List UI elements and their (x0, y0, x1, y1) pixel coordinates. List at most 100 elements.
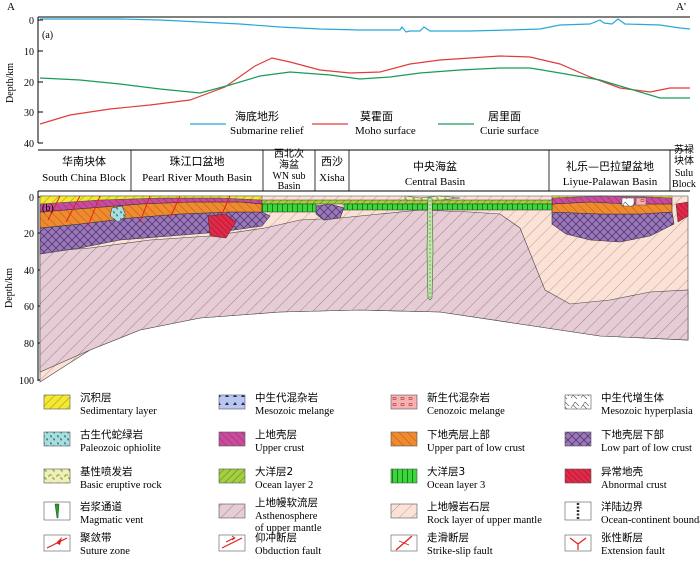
magmatic-vent-icon (43, 501, 71, 521)
legend-obduction-fault-en: Obduction fault (255, 546, 321, 557)
tick-a-0: 0 (29, 16, 34, 27)
legend: 沉积层 Sedimentary layer 中生代混杂岩 Mesozoic me… (43, 391, 700, 557)
legend-cenozoic-melange-zh: 新生代混杂岩 (427, 391, 490, 404)
legend-suture-zone-zh: 聚敛带 (80, 531, 112, 544)
suture-zone-icon (43, 534, 71, 552)
upper-crust-icon (218, 431, 246, 447)
legend-mesozoic-melange-zh: 中生代混杂岩 (255, 391, 318, 404)
region-south-china-zh: 华南块体 (62, 154, 106, 168)
curie-surface-line (39, 67, 690, 99)
legend-cenozoic-melange-en: Cenozoic melange (427, 406, 505, 417)
tick-b-20: 20 (24, 229, 34, 240)
region-pearl-river-zh: 珠江口盆地 (170, 154, 225, 168)
endpoint-left: A (7, 1, 15, 13)
legend-mesozoic-melange-en: Mesozoic melange (255, 406, 334, 417)
region-central-basin-en: Central Basin (405, 176, 466, 188)
legend-ophiolite-zh: 古生代蛇绿岩 (80, 428, 143, 441)
basic-eruptive-body (404, 195, 461, 201)
legend-strike-slip-fault-zh: 走滑断层 (427, 531, 469, 544)
legend-basic-eruptive-zh: 基性喷发岩 (80, 465, 133, 478)
legend-asthenosphere-en-2: of upper mantle (255, 523, 322, 534)
legend-strike-slip-fault-en: Strike-slip fault (427, 546, 493, 557)
region-xisha-zh: 西沙 (321, 155, 343, 168)
panel-a-ticks: 0 10 20 30 40 (24, 16, 43, 150)
asthenosphere-body (39, 209, 689, 373)
legend-rock-layer-mantle-en: Rock layer of upper mantle (427, 515, 542, 526)
legend-ocean-layer-2-zh: 大洋层2 (255, 465, 293, 478)
panel-a-legend: 海底地形 Submarine relief 莫霍面 Moho surface 居… (190, 109, 539, 137)
legend-curie-en: Curie surface (480, 125, 539, 137)
tick-b-40: 40 (24, 266, 34, 277)
region-wn-sub-en-2: Basin (278, 181, 301, 192)
region-sulu-en-1: Sulu (675, 168, 693, 179)
legend-submarine-relief-en: Submarine relief (230, 125, 304, 137)
extension-fault-icon (564, 534, 592, 552)
region-sulu-en-2: Block (672, 179, 696, 190)
tick-a-20: 20 (24, 78, 34, 89)
cenozoic-melange-body (635, 197, 647, 206)
region-sulu-zh-1: 苏禄 (674, 143, 694, 156)
legend-ocean-layer-2-en: Ocean layer 2 (255, 480, 313, 491)
cenozoic-melange-icon (390, 394, 418, 410)
legend-rock-layer-mantle-zh: 上地幔岩石层 (427, 500, 490, 513)
legend-upper-low-crust-zh: 下地壳层上部 (427, 428, 490, 441)
abnormal-crust-east (675, 201, 689, 223)
moho-surface-line (39, 55, 690, 125)
legend-magmatic-vent-en: Magmatic vent (80, 515, 143, 526)
tick-b-0: 0 (29, 193, 34, 204)
legend-upper-crust-en: Upper crust (255, 443, 304, 454)
legend-suture-zone-en: Suture zone (80, 546, 130, 557)
legend-lower-low-crust-zh: 下地壳层下部 (601, 428, 664, 441)
strike-slip-fault-icon (390, 534, 418, 552)
legend-ocean-layer-3-zh: 大洋层3 (427, 465, 465, 478)
legend-submarine-relief-zh: 海底地形 (235, 109, 279, 123)
panel-a-ylabel: Depth/km (5, 63, 16, 103)
tick-b-80: 80 (24, 339, 34, 350)
tick-b-60: 60 (24, 302, 34, 313)
abnormal-crust-west (207, 213, 237, 239)
region-south-china-en: South China Block (42, 172, 126, 184)
panel-b-label: (b) (42, 203, 54, 214)
mesozoic-hyperplasia-body (621, 197, 635, 207)
region-liyue-palawan-zh: 礼乐—巴拉望盆地 (566, 159, 654, 173)
paleozoic-ophiolite-body (109, 205, 127, 223)
region-pearl-river-en: Pearl River Mouth Basin (142, 172, 252, 184)
asthenosphere-icon (218, 503, 246, 519)
region-wn-sub-en-1: WN sub (272, 171, 305, 182)
ophiolite-icon (43, 431, 71, 447)
faults-west (47, 195, 231, 227)
region-wn-sub-zh-1: 西北次 (274, 147, 304, 160)
sedimentary-layer-west (39, 195, 263, 205)
mesozoic-hyperplasia-icon (564, 394, 592, 410)
legend-extension-fault-en: Extension fault (601, 546, 665, 557)
mesozoic-melange-icon (218, 394, 246, 410)
ocean-layer-3-body (261, 203, 553, 213)
tick-b-100: 100 (19, 376, 34, 387)
legend-curie-zh: 居里面 (488, 110, 521, 123)
legend-sedimentary-zh: 沉积层 (80, 391, 112, 404)
legend-ocean-layer-3-en: Ocean layer 3 (427, 480, 485, 491)
legend-obduction-fault-zh: 仰冲断层 (255, 531, 297, 544)
legend-abnormal-crust-en: Abnormal crust (601, 480, 667, 491)
basic-eruptive-icon (43, 468, 71, 484)
legend-magmatic-vent-zh: 岩浆通道 (80, 500, 122, 513)
region-wn-sub-zh-2: 海盆 (279, 158, 299, 171)
tick-a-30: 30 (24, 108, 34, 119)
tick-a-40: 40 (24, 139, 34, 150)
ocean-layer-2-icon (218, 468, 246, 484)
sedimentary-icon (43, 394, 71, 410)
abnormal-crust-icon (564, 468, 592, 484)
endpoint-right: A' (676, 1, 686, 13)
panel-b-ylabel: Depth/km (4, 268, 15, 308)
legend-upper-crust-zh: 上地壳层 (255, 428, 297, 441)
ocean-layer-2-body (261, 199, 553, 205)
legend-asthenosphere-zh: 上地幔软流层 (255, 496, 318, 509)
legend-ocean-continent-boundary-zh: 洋陆边界 (601, 500, 643, 513)
legend-ophiolite-en: Paleozoic ophiolite (80, 443, 161, 454)
legend-sedimentary-en: Sedimentary layer (80, 406, 157, 417)
legend-upper-low-crust-en: Upper part of low crust (427, 443, 525, 454)
panel-a: A A' (a) 0 10 20 30 40 Depth/km 海底地形 Sub… (5, 1, 691, 150)
panel-b-ticks: 0 20 40 60 80 100 (19, 193, 43, 387)
ocean-continent-boundary-icon (564, 501, 592, 521)
